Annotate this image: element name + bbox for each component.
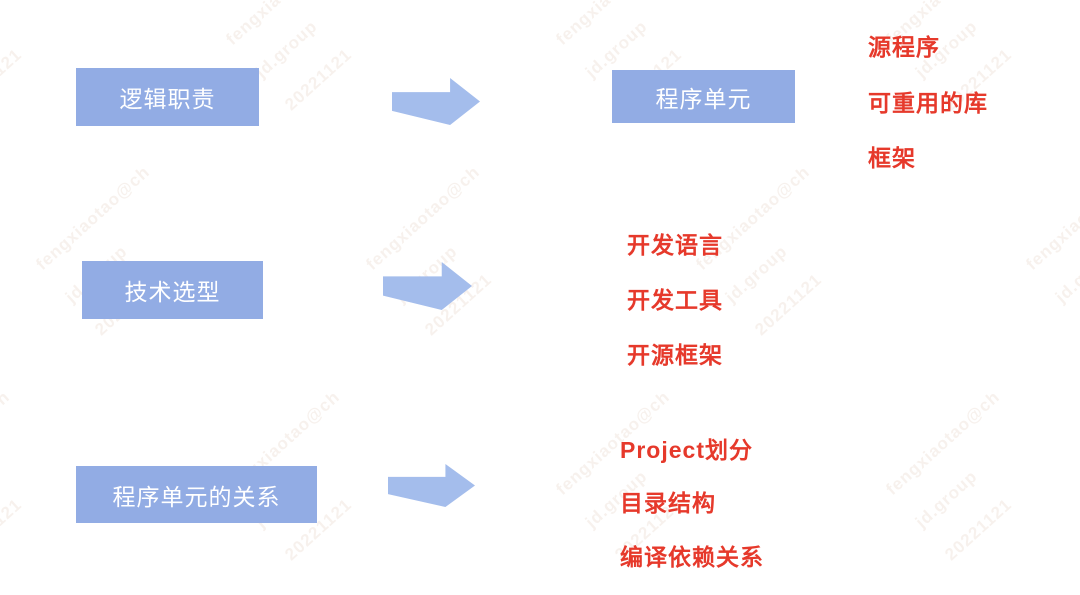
topic-box-label: 逻辑职责: [119, 86, 216, 112]
output-item-dev-tools: 开发工具: [627, 287, 723, 313]
topic-box-label: 技术选型: [124, 279, 221, 305]
right-arrow-icon: [388, 464, 475, 507]
result-box-program-unit: 程序单元: [612, 70, 795, 123]
topic-box-program-unit-relations: 程序单元的关系: [76, 466, 317, 523]
topic-box-logical-responsibility: 逻辑职责: [76, 68, 259, 126]
output-item-compile-dependencies: 编译依赖关系: [620, 544, 764, 570]
topic-box-label: 程序单元的关系: [112, 483, 281, 510]
right-arrow-icon: [392, 78, 480, 125]
result-box-label: 程序单元: [655, 85, 752, 112]
output-item-dev-language: 开发语言: [627, 232, 723, 258]
output-item-open-source-framework: 开源框架: [627, 342, 723, 368]
output-item-source-program: 源程序: [868, 34, 940, 60]
output-item-framework: 框架: [868, 145, 916, 171]
output-item-reusable-library: 可重用的库: [868, 90, 988, 116]
output-item-directory-structure: 目录结构: [620, 490, 716, 516]
topic-box-technology-selection: 技术选型: [82, 261, 263, 319]
output-item-project-division: Project划分: [620, 437, 753, 463]
right-arrow-icon: [383, 262, 472, 310]
